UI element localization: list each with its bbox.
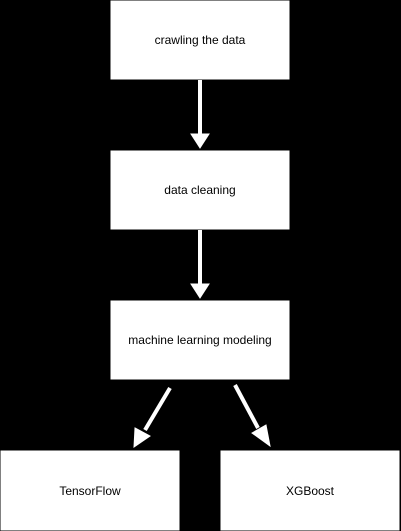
node-machine-learning-modeling-box: [109, 299, 291, 381]
node-machine-learning-modeling: machine learning modeling: [109, 299, 291, 381]
node-data-cleaning-label: data cleaning: [164, 183, 235, 197]
node-xgboost: XGBoost: [219, 449, 401, 531]
arrow-head-icon: [190, 133, 210, 149]
node-data-cleaning-box: [109, 149, 291, 231]
edge-ml-to-tensorflow-line: [143, 386, 172, 432]
arrow-head-icon: [133, 427, 151, 448]
edge-ml-to-xgboost: [233, 384, 271, 448]
edge-ml-to-xgboost-line: [233, 384, 260, 429]
arrow-head-icon: [251, 424, 271, 448]
node-machine-learning-modeling-label: machine learning modeling: [128, 333, 271, 347]
node-xgboost-label: XGBoost: [286, 484, 335, 498]
node-data-cleaning: data cleaning: [109, 149, 291, 231]
node-tensorflow-box: [0, 449, 181, 531]
edge-crawling-to-cleaning: [190, 80, 210, 149]
edge-ml-to-tensorflow: [133, 386, 172, 448]
node-xgboost-box: [219, 449, 401, 531]
node-tensorflow-label: TensorFlow: [59, 484, 121, 498]
node-tensorflow: TensorFlow: [0, 449, 181, 531]
node-crawling-the-data-label: crawling the data: [155, 33, 246, 47]
arrow-head-icon: [190, 283, 210, 299]
edge-cleaning-to-ml: [190, 230, 210, 299]
node-crawling-the-data-box: [109, 0, 291, 81]
node-crawling-the-data: crawling the data: [109, 0, 291, 81]
